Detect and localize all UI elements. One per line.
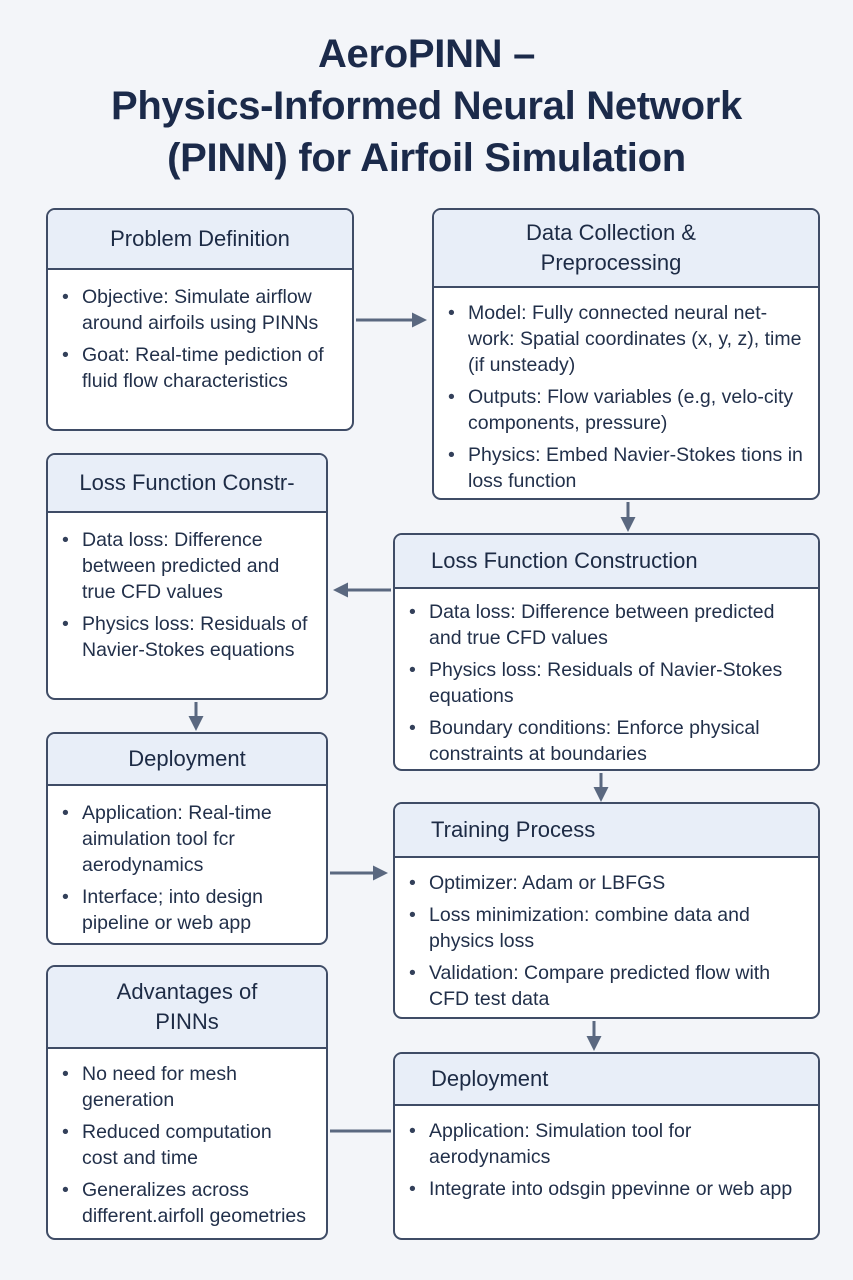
loss-function-left-header: Loss Function Constr- <box>48 455 326 513</box>
list-item: Model: Fully connected neural net-work: … <box>448 300 804 378</box>
training-process-box: Training Process Optimizer: Adam or LBFG… <box>393 802 820 1019</box>
advantages-title-line-1: Advantages of <box>116 979 258 1004</box>
loss-function-left-title: Loss Function Constr- <box>79 470 295 495</box>
loss-function-left-list: Data loss: Difference between predicted … <box>48 513 326 663</box>
training-process-list: Optimizer: Adam or LBFGS Loss minimizati… <box>395 858 818 1012</box>
list-item: Boundary conditions: Enforce physical co… <box>409 715 804 767</box>
deployment-right-box: Deployment Application: Simulation tool … <box>393 1052 820 1240</box>
list-item: Interface; into design pipeline or web a… <box>62 884 312 936</box>
problem-definition-header: Problem Definition <box>48 210 352 270</box>
list-item: Physics: Embed Navier-Stokes tions in lo… <box>448 442 804 494</box>
list-item: Physics loss: Residuals of Navier-Stokes… <box>409 657 804 709</box>
title-line-1: AeroPINN – <box>317 32 536 76</box>
list-item: Physics loss: Residuals of Navier-Stokes… <box>62 611 312 663</box>
loss-function-right-title: Loss Function Construction <box>431 548 698 573</box>
list-item: Data loss: Difference between predicted … <box>409 599 804 651</box>
list-item: Application: Simulation tool for aerodyn… <box>409 1118 804 1170</box>
data-collection-list: Model: Fully connected neural net-work: … <box>434 288 818 494</box>
advantages-list: No need for mesh generation Reduced comp… <box>48 1049 326 1229</box>
problem-definition-title: Problem Definition <box>110 226 290 251</box>
list-item: Outputs: Flow variables (e.g, velo-city … <box>448 384 804 436</box>
loss-function-right-header: Loss Function Construction <box>395 535 818 589</box>
deployment-right-list: Application: Simulation tool for aerodyn… <box>395 1106 818 1202</box>
list-item: Validation: Compare predicted flow with … <box>409 960 804 1012</box>
deployment-left-box: Deployment Application: Real-time aimula… <box>46 732 328 945</box>
list-item: Loss minimization: combine data and phys… <box>409 902 804 954</box>
deployment-right-header: Deployment <box>395 1054 818 1106</box>
list-item: Reduced computation cost and time <box>62 1119 312 1171</box>
list-item: Application: Real-time aimulation tool f… <box>62 800 312 878</box>
list-item: Data loss: Difference between predicted … <box>62 527 312 605</box>
advantages-header: Advantages of PINNs <box>48 967 326 1049</box>
data-collection-title-line-2: Preprocessing <box>540 250 682 275</box>
problem-definition-box: Problem Definition Objective: Simulate a… <box>46 208 354 431</box>
title-line-3: (PINN) for Airfoil Simulation <box>167 136 686 180</box>
deployment-left-header: Deployment <box>48 734 326 786</box>
advantages-box: Advantages of PINNs No need for mesh gen… <box>46 965 328 1240</box>
deployment-right-title: Deployment <box>431 1066 549 1091</box>
loss-function-right-box: Loss Function Construction Data loss: Di… <box>393 533 820 771</box>
page-title: AeroPINN – Physics-Informed Neural Netwo… <box>0 28 853 184</box>
loss-function-right-list: Data loss: Difference between predicted … <box>395 589 818 767</box>
loss-function-left-box: Loss Function Constr- Data loss: Differe… <box>46 453 328 700</box>
deployment-left-list: Application: Real-time aimulation tool f… <box>48 786 326 936</box>
data-collection-box: Data Collection & Preprocessing Model: F… <box>432 208 820 500</box>
list-item: No need for mesh generation <box>62 1061 312 1113</box>
data-collection-title-line-1: Data Collection & <box>526 220 696 245</box>
training-process-title: Training Process <box>431 817 596 842</box>
list-item: Generalizes across different.airfoll geo… <box>62 1177 312 1229</box>
data-collection-header: Data Collection & Preprocessing <box>434 210 818 288</box>
deployment-left-title: Deployment <box>128 746 246 771</box>
problem-definition-list: Objective: Simulate airflow around airfo… <box>48 270 352 394</box>
list-item: Optimizer: Adam or LBFGS <box>409 870 804 896</box>
title-line-2: Physics-Informed Neural Network <box>111 84 742 128</box>
advantages-title-line-2: PINNs <box>155 1009 219 1034</box>
list-item: Integrate into odsgin ppevinne or web ap… <box>409 1176 804 1202</box>
list-item: Goat: Real-time pediction of fluid flow … <box>62 342 338 394</box>
list-item: Objective: Simulate airflow around airfo… <box>62 284 338 336</box>
training-process-header: Training Process <box>395 804 818 858</box>
